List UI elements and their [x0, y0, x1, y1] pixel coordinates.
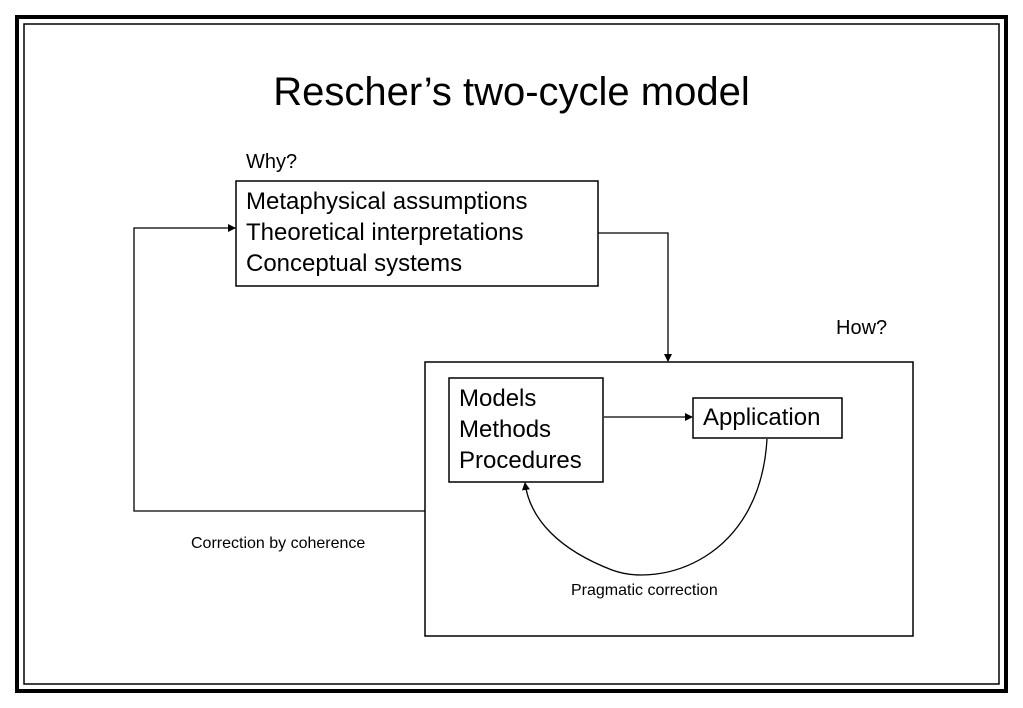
theory-box-text: Metaphysical assumptions Theoretical int…	[246, 186, 527, 279]
application-box	[692, 397, 843, 439]
theory-to-how-arrow	[598, 232, 672, 362]
theory-line-conceptual: Conceptual systems	[246, 250, 463, 277]
methods-box-text: Models Methods Procedures	[459, 383, 582, 476]
theory-box	[235, 180, 599, 287]
theory-line-theoretical: Theoretical interpretations	[246, 219, 524, 246]
pragmatic-correction-arrow	[521, 438, 768, 576]
methods-line-models: Models	[459, 385, 537, 412]
page-title: Rescher’s two-cycle model	[273, 70, 750, 114]
pragmatic-correction-label: Pragmatic correction	[571, 582, 718, 599]
coherence-loop-arrow	[133, 224, 425, 512]
slide-border-inner	[23, 23, 1000, 685]
how-label: How?	[836, 317, 888, 339]
slide-border-outer	[15, 15, 1008, 693]
application-box-label: Application	[703, 404, 821, 431]
correction-by-coherence-label: Correction by coherence	[191, 535, 366, 552]
why-label: Why?	[246, 151, 298, 173]
methods-box	[448, 377, 604, 483]
how-cycle-container	[424, 361, 914, 637]
theory-line-metaphysical: Metaphysical assumptions	[246, 188, 528, 215]
methods-line-methods: Methods	[459, 416, 552, 443]
methods-line-procedures: Procedures	[459, 447, 582, 474]
